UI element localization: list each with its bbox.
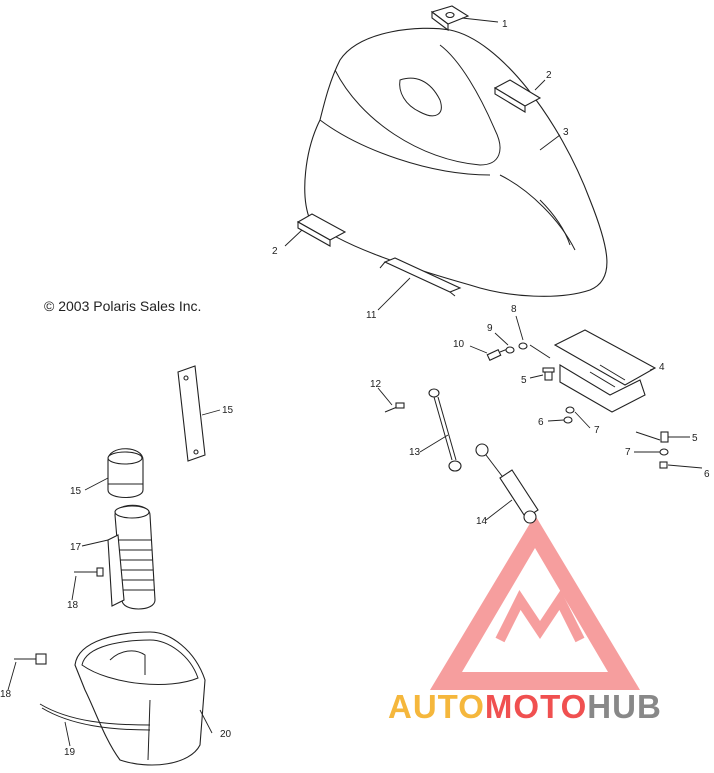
cap	[107, 448, 144, 499]
hardware-washer-7b	[659, 448, 669, 456]
callout-2b: 2	[272, 246, 278, 257]
screw-18b	[14, 653, 47, 665]
hardware-bolt-5a	[542, 367, 555, 381]
hardware-washer-7a	[565, 406, 575, 414]
pad-right	[493, 79, 542, 113]
pin-12	[384, 402, 405, 413]
hardware-bolt-5b	[635, 431, 669, 443]
hardware-nut-6b	[659, 461, 668, 469]
callout-5b: 5	[692, 433, 698, 444]
hood-shroud	[304, 27, 608, 297]
copyright-notice: © 2003 Polaris Sales Inc.	[44, 298, 202, 314]
leader-lines	[7, 17, 703, 747]
callout-5a: 5	[521, 375, 527, 386]
hardware-washer-9	[505, 346, 515, 354]
callout-18a: 18	[67, 600, 79, 611]
callout-11: 11	[366, 310, 377, 321]
lower-strip	[379, 257, 462, 297]
watermark-logo-icon	[430, 515, 640, 690]
hardware-nut-6a	[563, 416, 573, 424]
mounting-bracket	[553, 329, 657, 413]
callout-18b: 18	[0, 689, 12, 700]
tether-cable	[428, 388, 462, 472]
gasket-plate	[177, 365, 206, 462]
callout-15a: 15	[222, 405, 234, 416]
gas-strut	[475, 443, 539, 524]
callout-7a: 7	[594, 425, 600, 436]
callout-2a: 2	[546, 70, 552, 81]
callout-19: 19	[64, 747, 76, 758]
callout-13: 13	[409, 447, 421, 458]
top-bracket	[430, 5, 470, 32]
watermark-part-moto: MOTO	[484, 688, 588, 725]
hardware-nut-8	[518, 342, 551, 359]
callout-15b: 15	[70, 486, 82, 497]
callout-4: 4	[659, 362, 665, 373]
callout-17: 17	[70, 542, 82, 553]
callout-14: 14	[476, 516, 488, 527]
callout-labels: 1 2 3 2 11 8 9 10 5 4 12 6 7 5 7 6 13 14…	[0, 19, 710, 758]
callout-7b: 7	[625, 447, 631, 458]
watermark-text: AUTOMOTOHUB	[388, 688, 662, 726]
screw-18a	[74, 567, 104, 577]
callout-9: 9	[487, 323, 493, 334]
watermark-part-auto: AUTO	[388, 688, 485, 725]
pad-left	[296, 213, 347, 247]
callout-1: 1	[502, 19, 508, 30]
callout-6b: 6	[704, 469, 710, 480]
callout-3: 3	[563, 127, 569, 138]
callout-8: 8	[511, 304, 517, 315]
callout-20: 20	[220, 729, 232, 740]
callout-12: 12	[370, 379, 382, 390]
watermark-part-hub: HUB	[587, 688, 662, 725]
bellows-tube	[107, 504, 156, 610]
storage-bin	[74, 631, 206, 766]
strap	[39, 703, 151, 731]
callout-10: 10	[453, 339, 465, 350]
callout-6a: 6	[538, 417, 544, 428]
